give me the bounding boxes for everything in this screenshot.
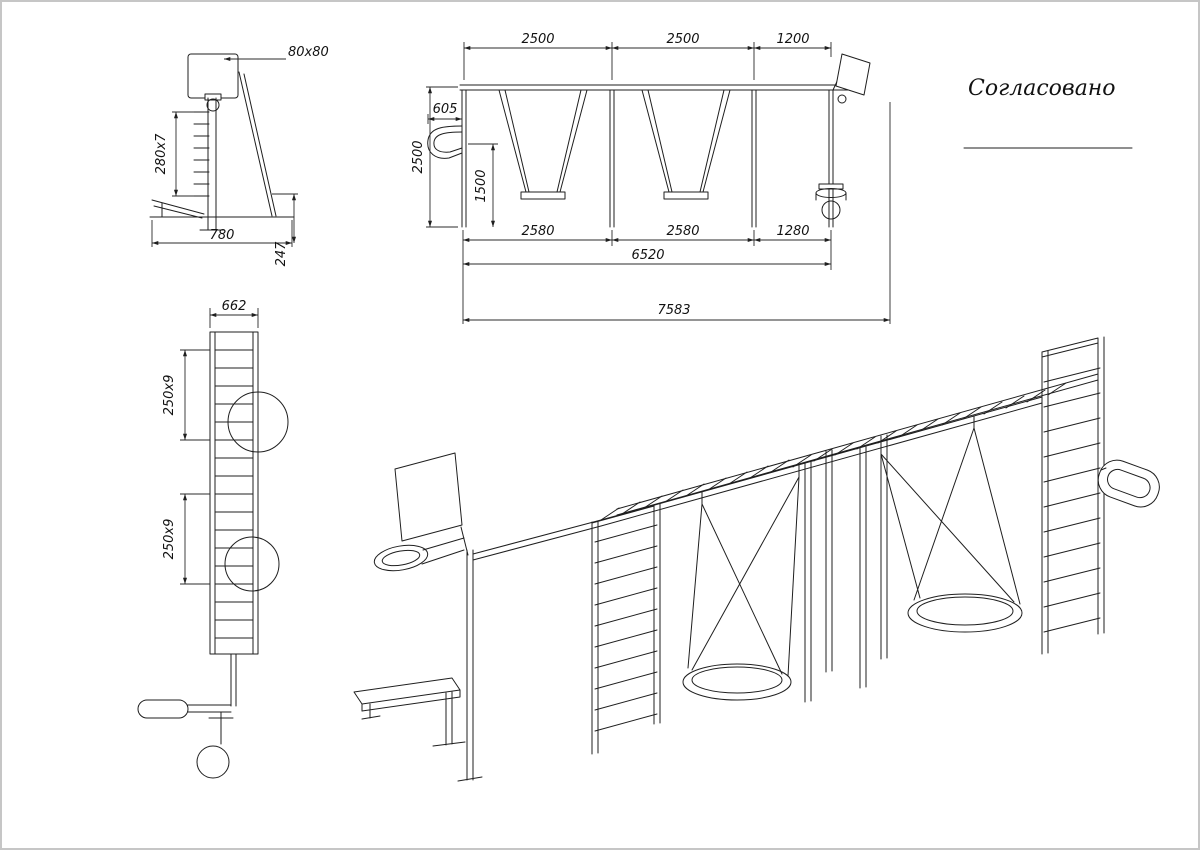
- low-hoop-and-ball: [815, 183, 847, 220]
- dim-plan-spacing-bottom: 250x9: [162, 519, 177, 560]
- dim-side-post-section: 80x80: [288, 45, 329, 60]
- dim-front-bay3-top: 1200: [776, 32, 809, 47]
- dim-side-footing: 247: [274, 241, 289, 267]
- dim-plan-spacing-top: 250x9: [162, 375, 177, 416]
- dim-front-bay1-top: 2500: [521, 32, 554, 47]
- basket-ring-top-2: [224, 536, 280, 592]
- gym-ring: [427, 125, 463, 159]
- plan-rails: [209, 331, 259, 655]
- diagonal-brace: [238, 71, 277, 217]
- left-ladder: [591, 503, 661, 755]
- basketball-stand: [353, 452, 483, 782]
- hoop-pole: [828, 89, 834, 228]
- backboard-side: [187, 53, 239, 99]
- approval-block: Согласовано: [963, 76, 1133, 149]
- basket-swing-front-2: [641, 89, 731, 200]
- plan-ball: [196, 745, 230, 779]
- approval-label: Согласовано: [968, 76, 1116, 101]
- front-view: 2500 2500 1200 2500 605 1500 2580 2580 1…: [411, 32, 891, 324]
- dim-front-height: 2500: [411, 140, 426, 173]
- plan-stem: [230, 653, 237, 707]
- frame-posts: [804, 434, 888, 703]
- dim-plan-width: 662: [222, 299, 247, 314]
- springboard: [151, 199, 205, 219]
- hoop-ring-iso: [373, 544, 429, 572]
- top-beam: [459, 84, 865, 91]
- isometric-view: [353, 336, 1160, 782]
- left-beam: [472, 519, 602, 561]
- plan-rungs: [214, 349, 254, 639]
- dim-front-bay2-bottom: 2580: [666, 224, 699, 239]
- hoop-side-icon: [206, 98, 220, 112]
- post-2: [609, 89, 615, 228]
- ladder-pole: [207, 97, 217, 231]
- dim-front-bay3-bottom: 1280: [776, 224, 809, 239]
- basket-swing-iso-2: [880, 415, 1023, 633]
- dim-front-inner-total: 6520: [631, 248, 664, 263]
- dim-side-rung-spacing: 280x7: [154, 133, 169, 175]
- basket-ring-top-1: [227, 391, 289, 453]
- stand-pole: [457, 526, 483, 782]
- basket-swing-iso-1: [682, 464, 800, 701]
- dim-front-bay1-bottom: 2580: [521, 224, 554, 239]
- bench-iso: [353, 677, 461, 705]
- plan-bench-pad: [137, 699, 189, 719]
- right-ladder: [1041, 336, 1105, 655]
- backboard-front: [835, 53, 871, 96]
- post-3: [751, 89, 757, 228]
- dim-front-overall: 7583: [657, 303, 690, 318]
- basket-swing-front-1: [498, 89, 588, 200]
- dim-side-base: 780: [210, 228, 235, 243]
- hand-ring: [1097, 459, 1160, 508]
- dim-front-bay2-top: 2500: [666, 32, 699, 47]
- dim-front-ring-width: 605: [433, 102, 458, 117]
- backboard-iso: [394, 452, 463, 542]
- dim-front-ring-height: 1500: [474, 169, 489, 202]
- ladder-rungs-side: [193, 111, 210, 197]
- monkeybar-rails: [600, 373, 1099, 527]
- plan-view: 662 250x9 250x9: [137, 299, 289, 779]
- side-view: 80x80 280x7 780 247: [149, 45, 329, 267]
- monkeybar-rungs: [600, 382, 1067, 521]
- post-1: [461, 89, 467, 228]
